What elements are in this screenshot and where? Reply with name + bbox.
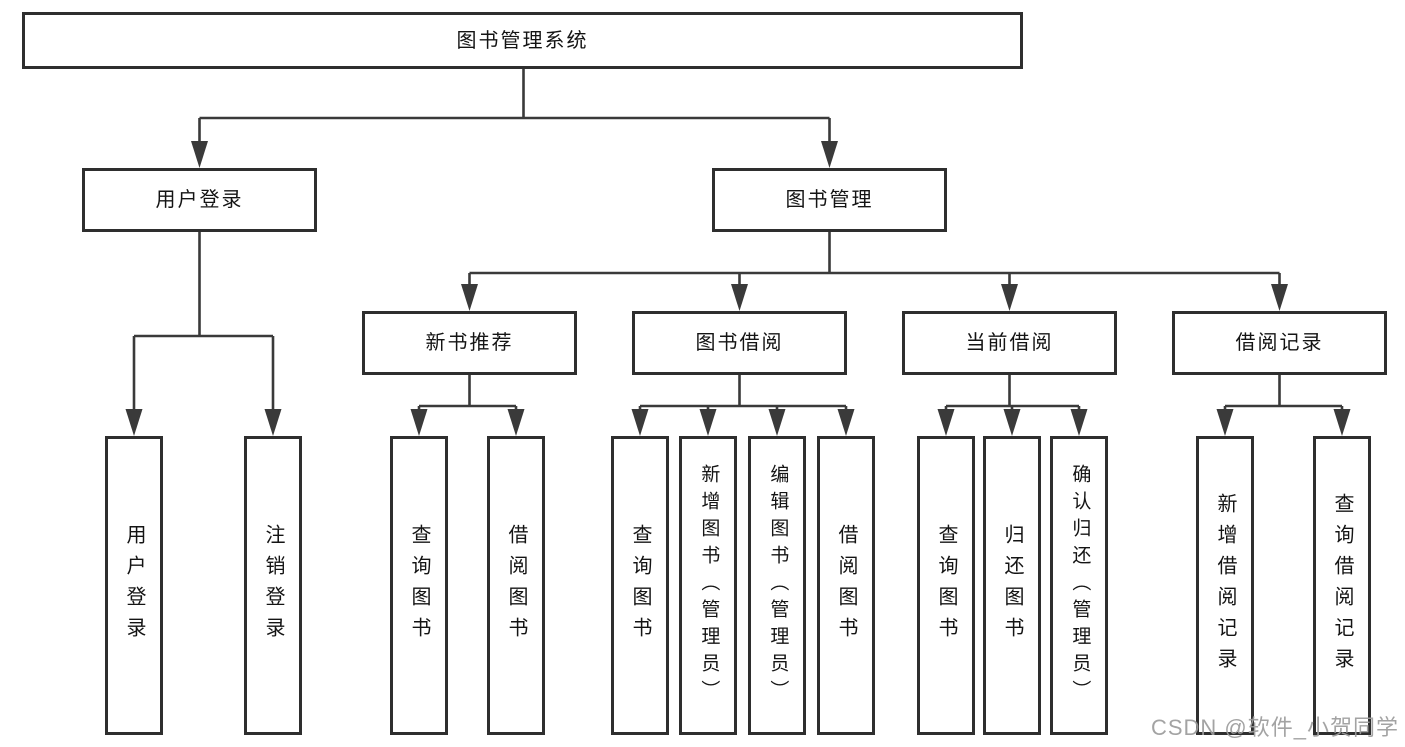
node-logout: 注销登录 xyxy=(244,436,302,735)
arrow-down-icon xyxy=(837,409,855,436)
arrow-down-icon xyxy=(821,141,838,168)
arrow-down-icon xyxy=(1001,284,1018,311)
node-recommend-query-books-label: 查询图书 xyxy=(408,523,430,648)
node-current-query-books: 查询图书 xyxy=(917,436,975,735)
arrow-down-icon xyxy=(410,409,428,436)
connector-book-management-to-level3 xyxy=(461,232,1288,311)
node-current-return-books-label: 归还图书 xyxy=(1001,523,1023,648)
node-records-query-record: 查询借阅记录 xyxy=(1313,436,1371,735)
node-user-login-leaf: 用户登录 xyxy=(105,436,163,735)
connector-current-borrowing-to-children xyxy=(937,375,1088,436)
connector-root-to-level2 xyxy=(191,69,838,168)
node-borrowing-add-books-label: 新增图书（管理员） xyxy=(698,464,720,707)
arrow-down-icon xyxy=(461,284,478,311)
node-current-borrowing: 当前借阅 xyxy=(902,311,1117,375)
node-borrowing-records: 借阅记录 xyxy=(1172,311,1387,375)
arrow-down-icon xyxy=(1216,409,1234,436)
node-recommend-borrow-books: 借阅图书 xyxy=(487,436,545,735)
node-current-query-books-label: 查询图书 xyxy=(935,523,957,648)
arrow-down-icon xyxy=(507,409,525,436)
node-current-return-books: 归还图书 xyxy=(983,436,1041,735)
node-borrowing-add-books: 新增图书（管理员） xyxy=(679,436,737,735)
connector-borrowing-records-to-children xyxy=(1216,375,1351,436)
node-book-borrowing-label: 图书借阅 xyxy=(695,332,784,354)
node-current-confirm-return: 确认归还（管理员） xyxy=(1050,436,1108,735)
arrow-down-icon xyxy=(1070,409,1088,436)
node-book-management: 图书管理 xyxy=(712,168,947,232)
arrow-down-icon xyxy=(937,409,955,436)
node-book-management-label: 图书管理 xyxy=(785,189,874,211)
arrow-down-icon xyxy=(264,409,282,436)
arrow-down-icon xyxy=(1003,409,1021,436)
connector-user-login-to-children xyxy=(125,232,282,436)
arrow-down-icon xyxy=(1333,409,1351,436)
connector-book-borrowing-to-children xyxy=(631,375,855,436)
node-records-query-record-label: 查询借阅记录 xyxy=(1331,492,1353,679)
connector-new-book-recommend-to-children xyxy=(410,375,525,436)
node-new-book-recommend: 新书推荐 xyxy=(362,311,577,375)
node-user-login-leaf-label: 用户登录 xyxy=(123,523,145,648)
arrow-down-icon xyxy=(1271,284,1288,311)
node-user-login-label: 用户登录 xyxy=(155,189,244,211)
node-root: 图书管理系统 xyxy=(22,12,1023,69)
arrow-down-icon xyxy=(768,409,786,436)
arrow-down-icon xyxy=(125,409,143,436)
node-new-book-recommend-label: 新书推荐 xyxy=(425,332,514,354)
node-borrowing-query-books: 查询图书 xyxy=(611,436,669,735)
arrow-down-icon xyxy=(699,409,717,436)
node-book-borrowing: 图书借阅 xyxy=(632,311,847,375)
node-logout-label: 注销登录 xyxy=(262,523,284,648)
node-borrowing-records-label: 借阅记录 xyxy=(1235,332,1324,354)
node-borrowing-edit-books: 编辑图书（管理员） xyxy=(748,436,806,735)
node-recommend-query-books: 查询图书 xyxy=(390,436,448,735)
node-current-borrowing-label: 当前借阅 xyxy=(965,332,1054,354)
node-recommend-borrow-books-label: 借阅图书 xyxy=(505,523,527,648)
node-user-login: 用户登录 xyxy=(82,168,317,232)
node-current-confirm-return-label: 确认归还（管理员） xyxy=(1069,464,1091,707)
node-borrowing-query-books-label: 查询图书 xyxy=(629,523,651,648)
node-borrowing-borrow-books: 借阅图书 xyxy=(817,436,875,735)
node-root-label: 图书管理系统 xyxy=(456,29,589,52)
node-records-add-record: 新增借阅记录 xyxy=(1196,436,1254,735)
arrow-down-icon xyxy=(191,141,208,168)
arrow-down-icon xyxy=(631,409,649,436)
node-borrowing-edit-books-label: 编辑图书（管理员） xyxy=(767,464,789,707)
node-borrowing-borrow-books-label: 借阅图书 xyxy=(835,523,857,648)
node-records-add-record-label: 新增借阅记录 xyxy=(1214,492,1236,679)
arrow-down-icon xyxy=(731,284,748,311)
